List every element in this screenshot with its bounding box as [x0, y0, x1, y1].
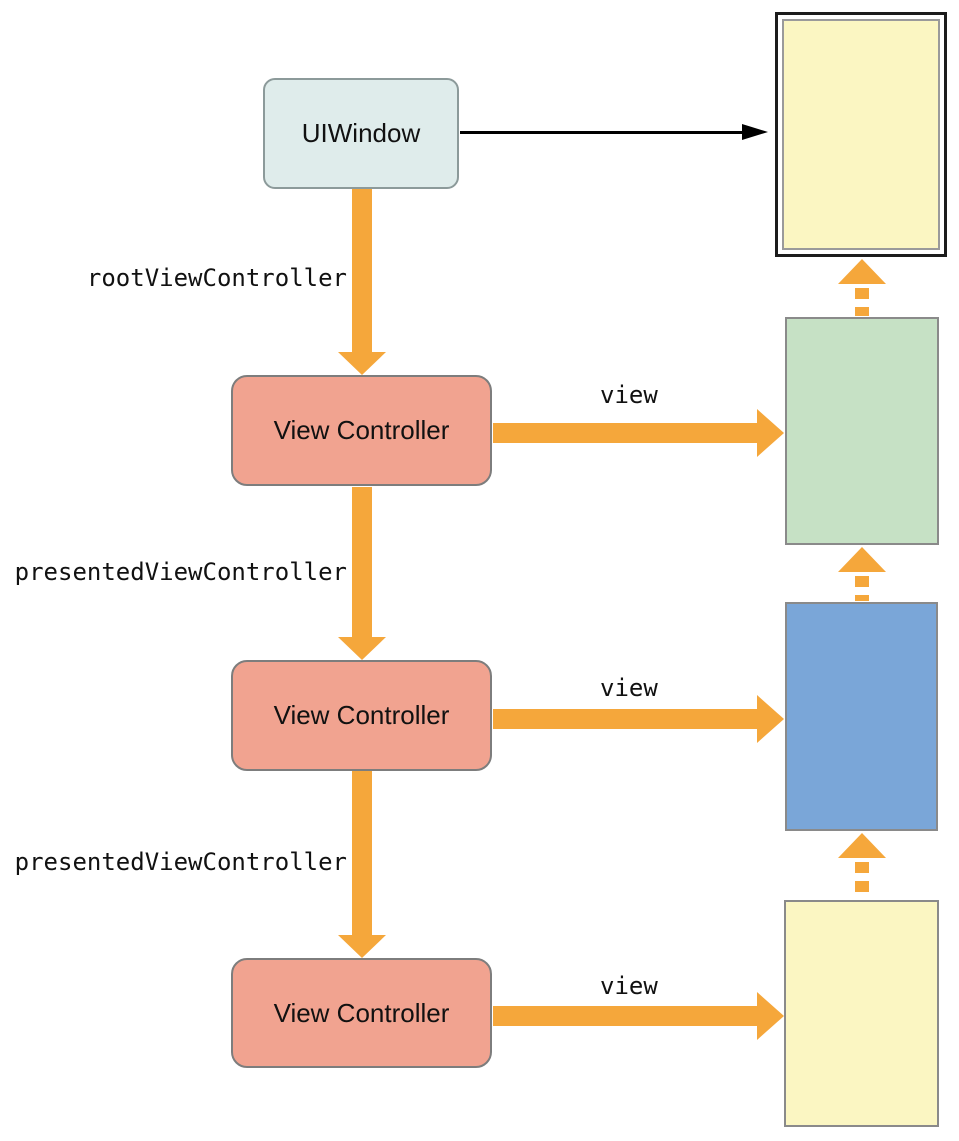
- view-controller-label-2: View Controller: [273, 700, 450, 730]
- presented-view-rect-2: [784, 900, 939, 1127]
- view-controller-label-1: View Controller: [273, 415, 450, 445]
- uiwindow-node: UIWindow: [263, 78, 459, 189]
- root-view-rect: [785, 317, 939, 545]
- presented-vc-arrow-2-head-icon: [338, 935, 386, 958]
- dashed-up-arrow-3-head-icon: [838, 833, 886, 858]
- presented-view-controller-edge-label-2: presentedViewController: [14, 848, 347, 876]
- view-arrow-2-shaft: [493, 709, 758, 729]
- root-vc-arrow-shaft: [352, 189, 372, 353]
- presented-view-controller-edge-label-1: presentedViewController: [14, 558, 347, 586]
- view-arrow-1-head-icon: [757, 409, 784, 457]
- view-edge-label-3: view: [600, 972, 658, 1000]
- view-arrow-3-shaft: [493, 1006, 758, 1026]
- presented-view-rect-1: [785, 602, 938, 831]
- uiwindow-to-screen-arrow-line: [460, 131, 743, 134]
- uiwindow-to-screen-arrow-head-icon: [742, 124, 768, 140]
- presented-vc-arrow-1-shaft: [352, 487, 372, 638]
- view-edge-label-2: view: [600, 674, 658, 702]
- root-vc-arrow-head-icon: [338, 352, 386, 375]
- dashed-up-arrow-2-shaft: [855, 576, 869, 601]
- dashed-up-arrow-1-shaft: [855, 288, 869, 316]
- view-arrow-1-shaft: [493, 423, 758, 443]
- view-edge-label-1: view: [600, 381, 658, 409]
- dashed-up-arrow-1-head-icon: [838, 259, 886, 284]
- view-controller-node-1: View Controller: [231, 375, 492, 486]
- view-controller-label-3: View Controller: [273, 997, 450, 1028]
- view-arrow-2-head-icon: [757, 695, 784, 743]
- presented-vc-arrow-1-head-icon: [338, 637, 386, 660]
- view-controller-node-2: View Controller: [231, 660, 492, 771]
- window-screen-frame: [775, 12, 947, 257]
- root-view-controller-edge-label: rootViewController: [86, 264, 347, 292]
- presented-vc-arrow-2-shaft: [352, 771, 372, 936]
- dashed-up-arrow-3-shaft: [855, 862, 869, 899]
- view-arrow-3-head-icon: [757, 992, 784, 1040]
- view-controller-node-3: View Controller: [231, 958, 492, 1068]
- dashed-up-arrow-2-head-icon: [838, 547, 886, 572]
- uiwindow-label: UIWindow: [301, 118, 421, 148]
- window-screen-view: [782, 19, 940, 250]
